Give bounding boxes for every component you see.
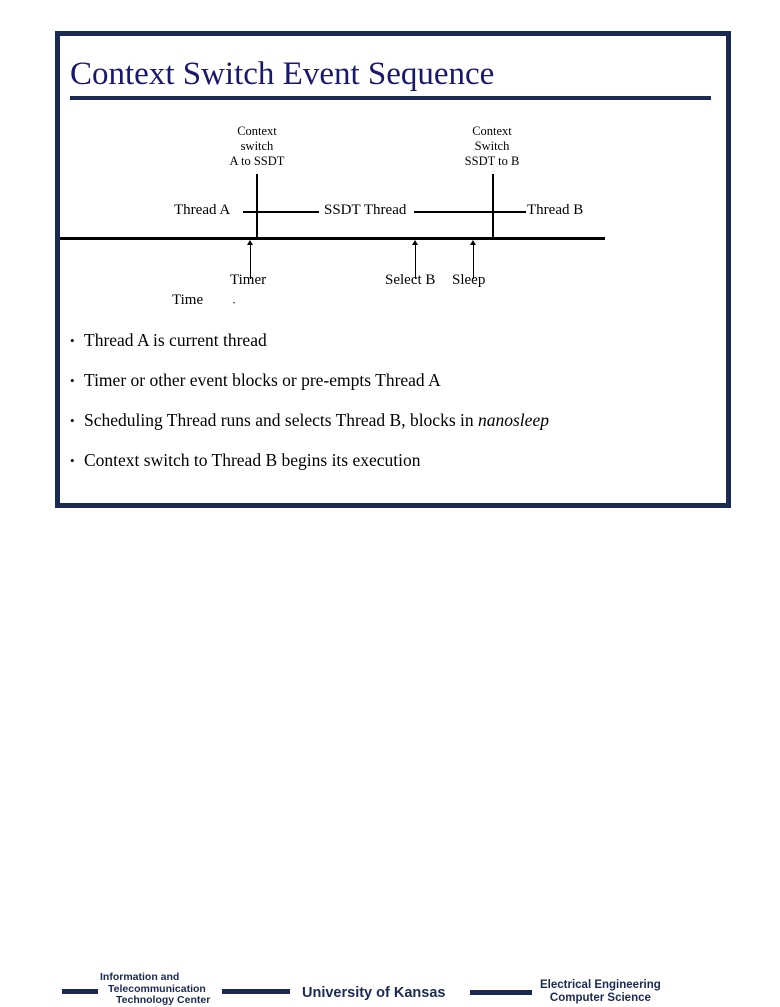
timeline-connector-left	[267, 211, 319, 213]
timeline-segment-ssdt: SSDT Thread	[324, 202, 407, 218]
caption-left-line2: switch	[240, 139, 274, 153]
bullet-text-emphasis: nanosleep	[478, 410, 549, 430]
bullet-marker: •	[70, 373, 75, 388]
ittc-logo-line2: Telecommunication	[108, 982, 206, 995]
ittc-logo-line3: Technology Center	[116, 994, 211, 1006]
axis-label-time: Time	[172, 292, 204, 308]
university-label: University of Kansas	[302, 985, 446, 1001]
sleep-arrow-head	[470, 240, 476, 245]
slide-footer: Information and Telecommunication Techno…	[0, 485, 780, 1006]
title-underline	[70, 96, 711, 100]
caption-left-line1: Context	[237, 124, 277, 138]
department-label: Electrical Engineering Computer Science	[540, 979, 661, 1005]
caption-right: Context Switch SSDT to B	[437, 124, 547, 169]
department-line1: Electrical Engineering	[540, 979, 661, 991]
logo-bar-right	[222, 989, 290, 994]
select-b-arrow-head	[412, 240, 418, 245]
caption-left: Context switch A to SSDT	[202, 124, 312, 169]
bullet-marker: •	[70, 413, 75, 428]
timer-arrow-shaft	[249, 244, 251, 279]
bullet-item: • Scheduling Thread runs and selects Thre…	[70, 410, 730, 431]
timeline-segment-thread-a: Thread A	[174, 202, 231, 218]
logo-bar-left	[62, 989, 98, 994]
timer-arrow-head	[247, 240, 253, 245]
context-switch-diagram: Context switch A to SSDT Context Switch …	[60, 110, 725, 315]
caption-left-line3: A to SSDT	[229, 154, 285, 168]
event-label-sleep: Sleep	[452, 272, 486, 288]
caption-right-leader	[492, 174, 494, 240]
caption-right-line1: Context	[472, 124, 512, 138]
timeline-connector-right	[414, 211, 500, 213]
bullet-marker: •	[70, 333, 75, 348]
bullet-item: • Context switch to Thread B begins its e…	[70, 450, 730, 471]
select-b-arrow-shaft	[414, 244, 416, 279]
caption-left-leader	[256, 174, 258, 240]
caption-right-line3: SSDT to B	[464, 154, 520, 168]
bullet-text: Timer or other event blocks or pre-empts…	[84, 370, 441, 390]
time-axis	[60, 237, 605, 240]
timeline-connector-a	[243, 211, 281, 213]
ittc-logo-line1: Information and	[100, 971, 180, 983]
axis-tick-dot: ·	[232, 296, 237, 310]
university-bar-right	[470, 990, 532, 995]
bullet-item: • Timer or other event blocks or pre-empt…	[70, 370, 730, 391]
bullet-text: Thread A is current thread	[84, 330, 267, 350]
bullet-text: Context switch to Thread B begins its ex…	[84, 450, 421, 470]
sleep-arrow-shaft	[472, 244, 474, 279]
bullet-text: Scheduling Thread runs and selects Threa…	[84, 410, 478, 430]
slide: Context Switch Event Sequence Context sw…	[0, 31, 780, 1006]
page-title: Context Switch Event Sequence	[70, 56, 495, 92]
event-label-timer: Timer	[230, 272, 267, 288]
bullet-item: • Thread A is current thread	[70, 330, 730, 351]
bullet-list: • Thread A is current thread • Timer or ot…	[70, 330, 730, 490]
timeline-segment-thread-b: Thread B	[527, 202, 584, 218]
caption-right-line2: Switch	[474, 139, 510, 153]
ittc-logo: Information and Telecommunication Techno…	[100, 971, 211, 1007]
event-label-select-b: Select B	[385, 272, 436, 288]
bullet-marker: •	[70, 453, 75, 468]
department-line2: Computer Science	[549, 992, 651, 1004]
timeline-connector-b	[494, 211, 526, 213]
